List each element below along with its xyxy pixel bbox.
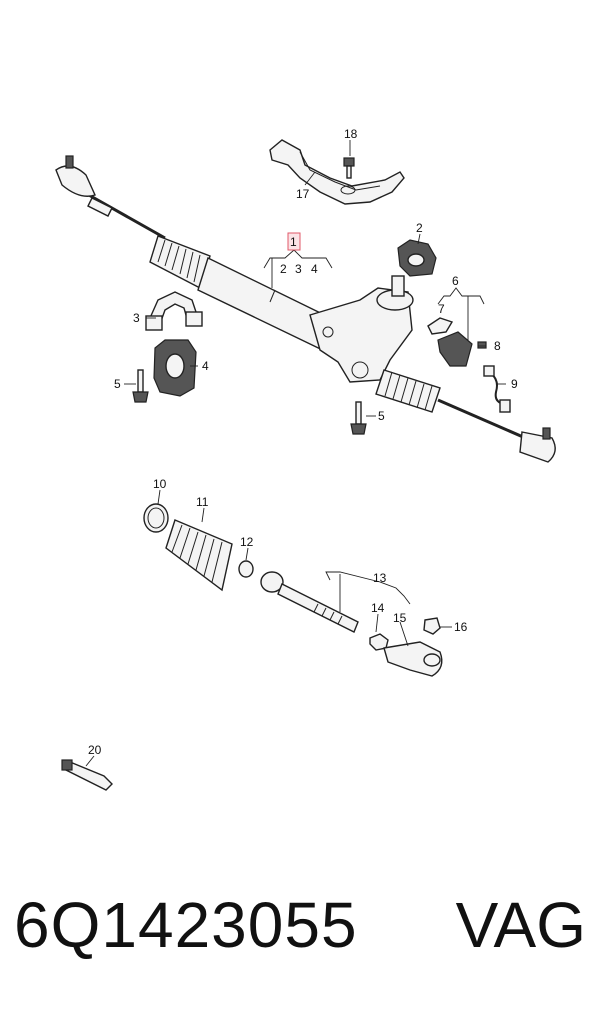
bolt-5-left — [132, 369, 149, 403]
inner-tie-rod-13 — [260, 571, 359, 633]
label-17[interactable]: 17 — [296, 187, 310, 201]
clamp-3 — [145, 291, 203, 331]
steering-rack-exploded-diagram: 1 2 3 4 2 3 4 5 5 6 7 8 9 10 11 12 13 14… — [55, 127, 556, 791]
label-15[interactable]: 15 — [393, 611, 407, 625]
wire-harness-9 — [483, 365, 511, 413]
label-3-group[interactable]: 3 — [295, 262, 302, 276]
brand-name: VAG — [455, 889, 586, 961]
label-5-right[interactable]: 5 — [378, 409, 385, 423]
label-9[interactable]: 9 — [511, 377, 518, 391]
label-8[interactable]: 8 — [494, 339, 501, 353]
part-number: 6Q1423055 — [14, 889, 358, 961]
sensor-6 — [437, 331, 473, 367]
nut-16 — [423, 617, 441, 635]
label-5-left[interactable]: 5 — [114, 377, 121, 391]
bolt-5-right — [350, 401, 367, 435]
label-2[interactable]: 2 — [416, 221, 423, 235]
label-20[interactable]: 20 — [88, 743, 102, 757]
boot-11 — [165, 519, 233, 592]
label-18[interactable]: 18 — [344, 127, 358, 141]
clamp-ring-10 — [143, 503, 169, 533]
label-6[interactable]: 6 — [452, 274, 459, 288]
screw-8 — [477, 341, 487, 349]
mounting-bracket-17 — [269, 139, 405, 205]
label-2-group[interactable]: 2 — [280, 262, 287, 276]
label-14[interactable]: 14 — [371, 601, 385, 615]
label-10[interactable]: 10 — [153, 477, 167, 491]
label-4[interactable]: 4 — [202, 359, 209, 373]
bushing-2 — [397, 239, 437, 277]
label-13[interactable]: 13 — [373, 571, 387, 585]
label-11[interactable]: 11 — [196, 495, 209, 509]
steering-rack-assembly — [55, 155, 556, 463]
label-7[interactable]: 7 — [438, 302, 445, 316]
label-1[interactable]: 1 — [290, 235, 297, 249]
highlight-box-1 — [287, 232, 301, 251]
clamp-12 — [238, 560, 254, 578]
label-16[interactable]: 16 — [454, 620, 468, 634]
label-4-group[interactable]: 4 — [311, 262, 318, 276]
grease-tube-20 — [61, 759, 113, 791]
rubber-mount-4 — [153, 339, 197, 397]
label-12[interactable]: 12 — [240, 535, 254, 549]
gasket-7 — [427, 317, 454, 335]
label-3[interactable]: 3 — [133, 311, 140, 325]
bolt-18 — [343, 157, 355, 179]
tie-rod-end-15 — [383, 641, 443, 677]
